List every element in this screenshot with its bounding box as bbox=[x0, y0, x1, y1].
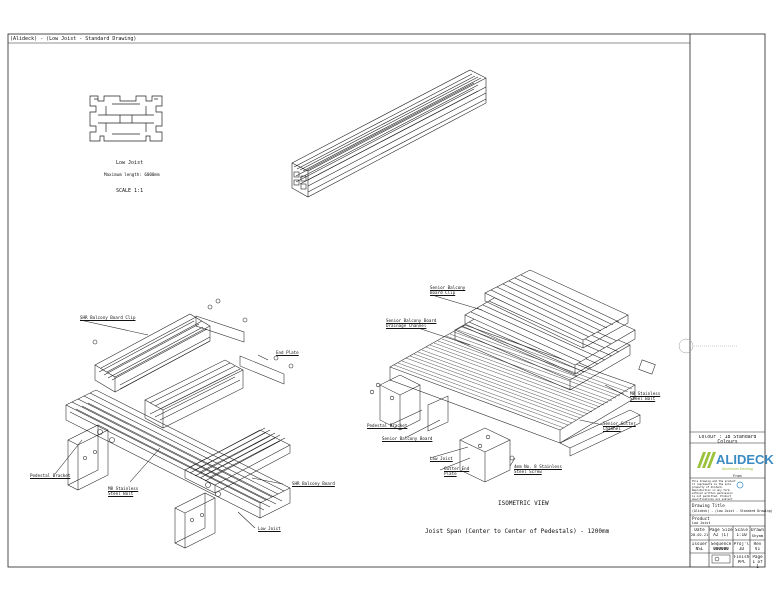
label-shr-board: SHR Balcony Board bbox=[292, 481, 335, 486]
outer-frame bbox=[7, 33, 766, 568]
tb-page-size-label: Page Size bbox=[709, 528, 733, 533]
tb-product: Low Joist bbox=[692, 521, 711, 525]
tb-sequence: 000000 bbox=[713, 547, 729, 552]
tb-drawing-title: (Alideck) - (Low Joist - Standard Drawin… bbox=[692, 509, 773, 513]
tb-issuer: NSL bbox=[695, 547, 704, 552]
label-m8-left: M8 Stainless Steel Bolt bbox=[108, 486, 139, 496]
tb-tagline: Aluminium Decking bbox=[722, 467, 753, 471]
label-low-joist-right: Low Joist bbox=[430, 456, 453, 461]
label-pedestal-right: Pedestal Bracket bbox=[367, 423, 408, 428]
left-assembly-drawing bbox=[54, 298, 294, 549]
viewport-stamp bbox=[678, 338, 738, 354]
tb-scale: 1:10 bbox=[736, 533, 747, 538]
tb-sequence-label: Sequence bbox=[710, 542, 732, 547]
tb-rev: V1 bbox=[754, 547, 761, 552]
sheet-title: (Alideck) - (Low Joist - Standard Drawin… bbox=[10, 36, 137, 42]
tb-date-label: Date bbox=[694, 528, 705, 533]
label-senior-board: Senior Balcony Board bbox=[382, 436, 433, 441]
joist-iso-drawing bbox=[291, 69, 487, 198]
section-scale: SCALE 1:1 bbox=[116, 188, 144, 194]
label-senior-clip: Senior Balcony Board Clip bbox=[430, 285, 466, 295]
label-senior-gutter: Senior Gutter Channel bbox=[603, 421, 636, 431]
label-end-plate: End Plate bbox=[276, 350, 299, 355]
tb-finish-label: Finish bbox=[733, 555, 750, 560]
label-low-joist-left: Low Joist bbox=[258, 526, 281, 531]
tb-page-size: A2 (L) bbox=[713, 533, 729, 538]
tb-note: This drawing and the product it represen… bbox=[692, 480, 736, 500]
section-max-length: Maximum length: 6000mm bbox=[104, 172, 160, 177]
tb-drawn: Shyam bbox=[751, 533, 764, 538]
label-senior-drainage: Senior Balcony Board Drainage Channel bbox=[386, 318, 437, 328]
tb-drawn-label: Drawn bbox=[751, 528, 764, 533]
tb-proj-label: Proj'l bbox=[733, 542, 750, 547]
tb-proj: 3D bbox=[738, 547, 745, 552]
label-shr-clip: SHR Balcony Board Clip bbox=[80, 315, 136, 320]
right-assembly-drawing bbox=[369, 269, 656, 483]
iso-view-title: ISOMETRIC VIEW bbox=[498, 500, 549, 507]
label-gutter-end-plate: Gutter End Plate bbox=[444, 466, 470, 476]
label-m8-right: M8 Stainless Steel Bolt bbox=[630, 391, 661, 401]
tb-issuer-label: Issuer bbox=[691, 542, 708, 547]
tb-product-label: Product bbox=[692, 516, 710, 521]
label-screw: 4mm No. 8 Stainless Steel Screw bbox=[514, 464, 562, 474]
alideck-logo-icon bbox=[697, 452, 744, 564]
tb-brand: ALIDECK bbox=[716, 452, 774, 467]
tb-scale-label: Scale bbox=[735, 528, 748, 533]
tb-finish: PPC bbox=[737, 560, 746, 565]
title-block-lines bbox=[690, 431, 765, 567]
section-name: Low Joist bbox=[116, 160, 144, 166]
tb-rev-label: Rev bbox=[753, 542, 762, 547]
tb-page: 1 of 1 bbox=[752, 560, 763, 570]
tb-page-label: Page bbox=[752, 555, 763, 560]
joist-section-drawing bbox=[89, 95, 163, 142]
tb-from: From bbox=[733, 474, 742, 478]
tb-drawing-title-label: Drawing Title bbox=[692, 503, 725, 508]
label-pedestal-left: Pedestal Bracket bbox=[30, 473, 71, 478]
joist-span-note: Joist Span (Center to Center of Pedestal… bbox=[425, 528, 610, 535]
tb-colour: Colour : 18 Standard Colours bbox=[698, 435, 757, 445]
tb-date: 28-02-21 bbox=[690, 533, 709, 537]
